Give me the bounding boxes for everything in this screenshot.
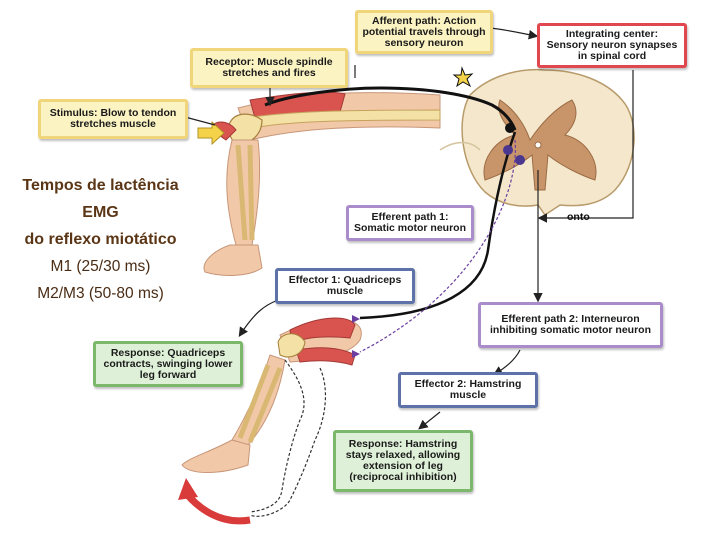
caption-line-4: M1 (25/30 ms) [50,258,151,275]
onto-label: onto [567,211,590,223]
effector-1-label: Effector 1: Quadriceps muscle [288,274,402,297]
response-2-box: Response: Hamstring stays relaxed, allow… [333,430,473,492]
caption-line-2: EMG [82,204,119,221]
stimulus-box: Stimulus: Blow to tendon stretches muscl… [38,99,188,139]
caption-line-3: do reflexo miotático [24,231,177,248]
caption-line-5: M2/M3 (50-80 ms) [37,285,164,302]
caption-line-1: Tempos de lactência [22,177,179,194]
receptor-label: Receptor: Muscle spindle stretches and f… [205,56,333,79]
effector-2-box: Effector 2: Hamstring muscle [398,372,538,408]
efferent-path-2-box: Efferent path 2: Interneuron inhibiting … [478,302,663,348]
afferent-path-label: Afferent path: Action potential travels … [362,14,486,49]
efferent-path-1-label: Efferent path 1: Somatic motor neuron [353,211,466,234]
stimulus-label: Stimulus: Blow to tendon stretches muscl… [49,107,177,130]
efferent-path-2-label: Efferent path 2: Interneuron inhibiting … [490,313,651,336]
afferent-path-box: Afferent path: Action potential travels … [355,10,493,54]
effector-2-label: Effector 2: Hamstring muscle [414,378,522,401]
integrating-center-box: Integrating center: Sensory neuron synap… [537,23,687,68]
neural-pathways [264,66,525,358]
response-2-label: Response: Hamstring stays relaxed, allow… [345,438,461,483]
lower-leg-illustration [178,317,362,525]
spinal-cord-section [439,68,635,217]
response-1-label: Response: Quadriceps contracts, swinging… [103,346,233,381]
efferent-path-1-box: Efferent path 1: Somatic motor neuron [346,205,474,241]
response-1-box: Response: Quadriceps contracts, swinging… [93,341,243,387]
upper-leg-illustration [197,91,441,276]
effector-1-box: Effector 1: Quadriceps muscle [275,268,415,304]
integrating-center-label: Integrating center: Sensory neuron synap… [546,28,678,62]
latency-caption: Tempos de lactência EMG do reflexo miotá… [8,172,193,307]
receptor-box: Receptor: Muscle spindle stretches and f… [190,48,348,88]
